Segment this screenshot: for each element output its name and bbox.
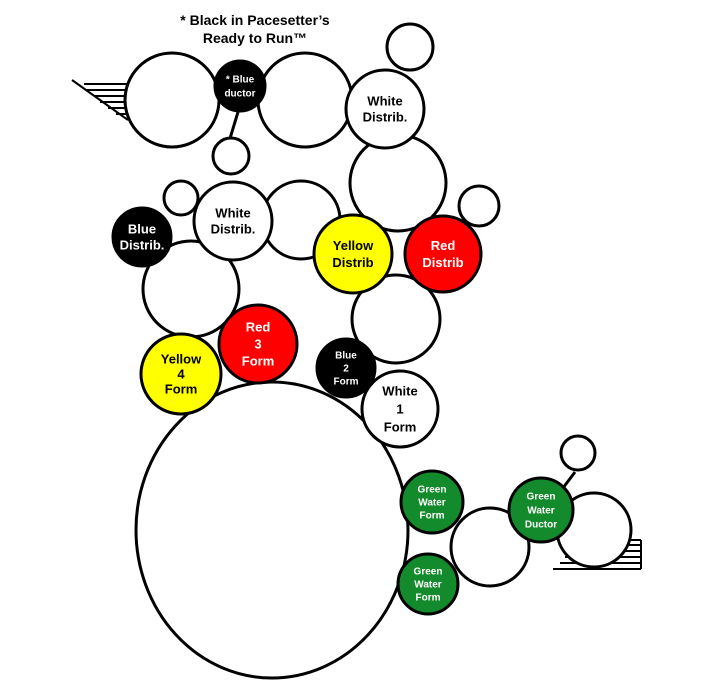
water-rider-roller	[559, 434, 597, 472]
white-distrib-top-label-2: Distrib.	[363, 110, 408, 125]
yellow-distrib-label-1: Yellow	[333, 238, 374, 253]
white-distrib-mid-roller	[192, 180, 274, 262]
blue-distrib-label-1: Blue	[128, 222, 156, 237]
yellow-4-form-label-2: 4	[177, 367, 185, 382]
note-line-1: * Black in Pacesetter’s	[180, 12, 330, 28]
green-water-form-2-label-1: Green	[414, 567, 443, 578]
blue-ductor-roller	[213, 59, 267, 113]
rider-roller-right	[457, 184, 501, 228]
blue-distrib-roller	[111, 206, 173, 268]
red-3-form-roller	[217, 303, 299, 385]
ink-fountain-roller	[123, 51, 221, 149]
green-water-form-2-label-2: Water	[414, 580, 442, 591]
blue-2-form-roller	[315, 337, 377, 399]
note-line-2: Ready to Run™	[202, 30, 308, 46]
green-water-ductor-label-3: Ductor	[525, 520, 557, 531]
red-3-form-label-1: Red	[246, 320, 271, 335]
green-water-ductor-label-2: Water	[527, 506, 555, 517]
yellow-4-form-roller	[139, 332, 223, 416]
white-distrib-mid-label-1: White	[215, 206, 250, 221]
ink-fountain	[71, 79, 129, 121]
white-1-form-label-1: White	[382, 384, 417, 399]
blue-2-form-label-3: Form	[334, 377, 359, 388]
green-water-ductor-label-1: Green	[527, 492, 556, 503]
yellow-4-form-label-3: Form	[165, 382, 198, 397]
white-distrib-mid-label-2: Distrib.	[211, 222, 256, 237]
blue-ductor-label-2: ductor	[224, 89, 255, 100]
red-distrib-label-2: Distrib	[422, 255, 463, 270]
white-1-form-label-3: Form	[384, 420, 417, 435]
green-water-form-1-roller	[399, 469, 465, 535]
rider-roller-top	[385, 22, 435, 72]
green-water-form-2-label-3: Form	[416, 593, 441, 604]
yellow-distrib-label-2: Distrib	[332, 255, 373, 270]
white-distrib-top-roller	[344, 68, 426, 150]
white-distrib-top-label-1: White	[367, 94, 402, 109]
green-water-form-1-label-1: Green	[418, 485, 447, 496]
red-distrib-label-1: Red	[431, 238, 456, 253]
yellow-distrib-roller	[312, 213, 394, 295]
rider-roller-left	[162, 179, 200, 217]
green-water-form-1-label-2: Water	[418, 498, 446, 509]
water-metering-roller	[449, 506, 531, 588]
blue-2-form-label-2: 2	[343, 364, 349, 375]
blue-ductor-label-1: * Blue	[226, 75, 255, 86]
rider-roller-small	[211, 136, 251, 176]
ink-roller-top	[256, 51, 354, 149]
red-3-form-label-2: 3	[254, 337, 261, 352]
green-water-form-2-roller	[396, 552, 460, 616]
white-1-form-label-2: 1	[396, 402, 403, 417]
blue-2-form-label-1: Blue	[335, 351, 357, 362]
green-water-form-1-label-3: Form	[420, 511, 445, 522]
ink-drum-right	[350, 273, 442, 365]
white-1-form-roller	[360, 369, 440, 449]
red-distrib-roller	[403, 214, 483, 294]
yellow-4-form-label-1: Yellow	[161, 352, 202, 367]
blue-distrib-label-2: Distrib.	[120, 238, 165, 253]
green-water-ductor-roller	[507, 476, 575, 544]
red-3-form-label-3: Form	[242, 354, 275, 369]
